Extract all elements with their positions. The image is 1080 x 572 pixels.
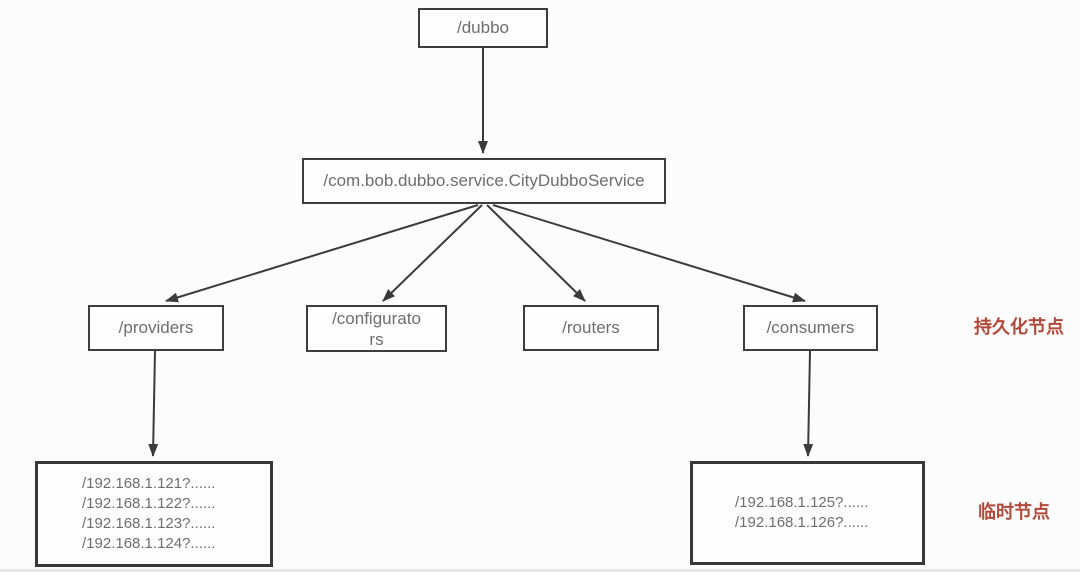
node-service: /com.bob.dubbo.service.CityDubboService — [302, 158, 666, 204]
annotation-ephemeral-node: 临时节点 — [978, 502, 1050, 522]
node-provider-ips: /192.168.1.121?...... /192.168.1.122?...… — [35, 461, 273, 567]
node-consumers: /consumers — [743, 305, 878, 351]
edge-service-to-routers — [486, 204, 586, 302]
node-consumer-ips: /192.168.1.125?...... /192.168.1.126?...… — [690, 461, 925, 565]
annotation-persistent-node: 持久化节点 — [974, 317, 1064, 337]
edge-providers-to-ips — [148, 350, 159, 457]
node-routers-label: /routers — [562, 318, 620, 337]
node-configurators: /configurators — [306, 305, 447, 352]
edge-service-to-consumers — [492, 204, 806, 303]
consumer-ip-line: /192.168.1.125?...... — [735, 494, 869, 511]
edge-service-to-configurators — [382, 204, 483, 302]
node-providers-label: /providers — [118, 318, 194, 337]
provider-ip-line: /192.168.1.124?...... — [82, 535, 216, 552]
node-consumers-label: /consumers — [766, 318, 855, 337]
node-routers: /routers — [523, 305, 659, 351]
provider-ip-line: /192.168.1.122?...... — [82, 495, 216, 512]
screenshot-bottom-edge — [0, 569, 1080, 572]
edge-service-to-providers — [165, 204, 479, 303]
node-configurators-label: /configurators — [332, 308, 421, 349]
provider-ip-line: /192.168.1.123?...... — [82, 515, 216, 532]
consumer-ip-line: /192.168.1.126?...... — [735, 514, 869, 531]
node-service-label: /com.bob.dubbo.service.CityDubboService — [323, 171, 645, 190]
node-providers: /providers — [88, 305, 224, 351]
node-dubbo: /dubbo — [418, 8, 548, 48]
node-dubbo-label: /dubbo — [457, 18, 509, 37]
edge-consumers-to-ips — [803, 350, 814, 457]
provider-ip-line: /192.168.1.121?...... — [82, 475, 216, 492]
